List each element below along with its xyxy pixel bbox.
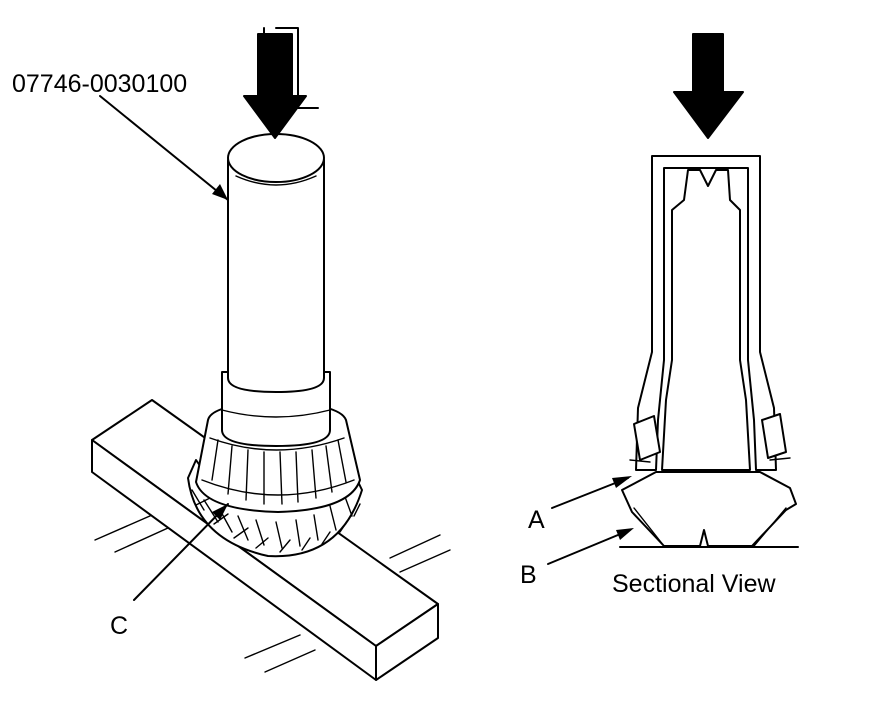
arrowhead-a (612, 476, 632, 488)
arrowhead-b (616, 528, 634, 540)
press-force-arrow-left (243, 27, 319, 139)
arrowhead-c (212, 504, 228, 520)
gear-body-section (621, 471, 797, 547)
leader-b (547, 529, 631, 565)
pinion-shaft-section (661, 169, 751, 471)
press-assembly-illustration (91, 27, 451, 681)
sectional-view (547, 33, 799, 565)
callout-b-label: B (520, 561, 537, 589)
section-caption: Sectional View (612, 570, 776, 598)
press-force-arrow-right (673, 33, 744, 139)
bearing-rollers-section (629, 413, 791, 463)
tool-number-label: 07746-0030100 (12, 70, 187, 98)
leader-tool (99, 95, 229, 201)
arrowhead-tool (212, 184, 228, 200)
leader-c (133, 503, 229, 601)
callout-a-label: A (528, 506, 545, 534)
installer-tool-shaft (221, 133, 331, 447)
callout-c-label: C (110, 612, 128, 640)
